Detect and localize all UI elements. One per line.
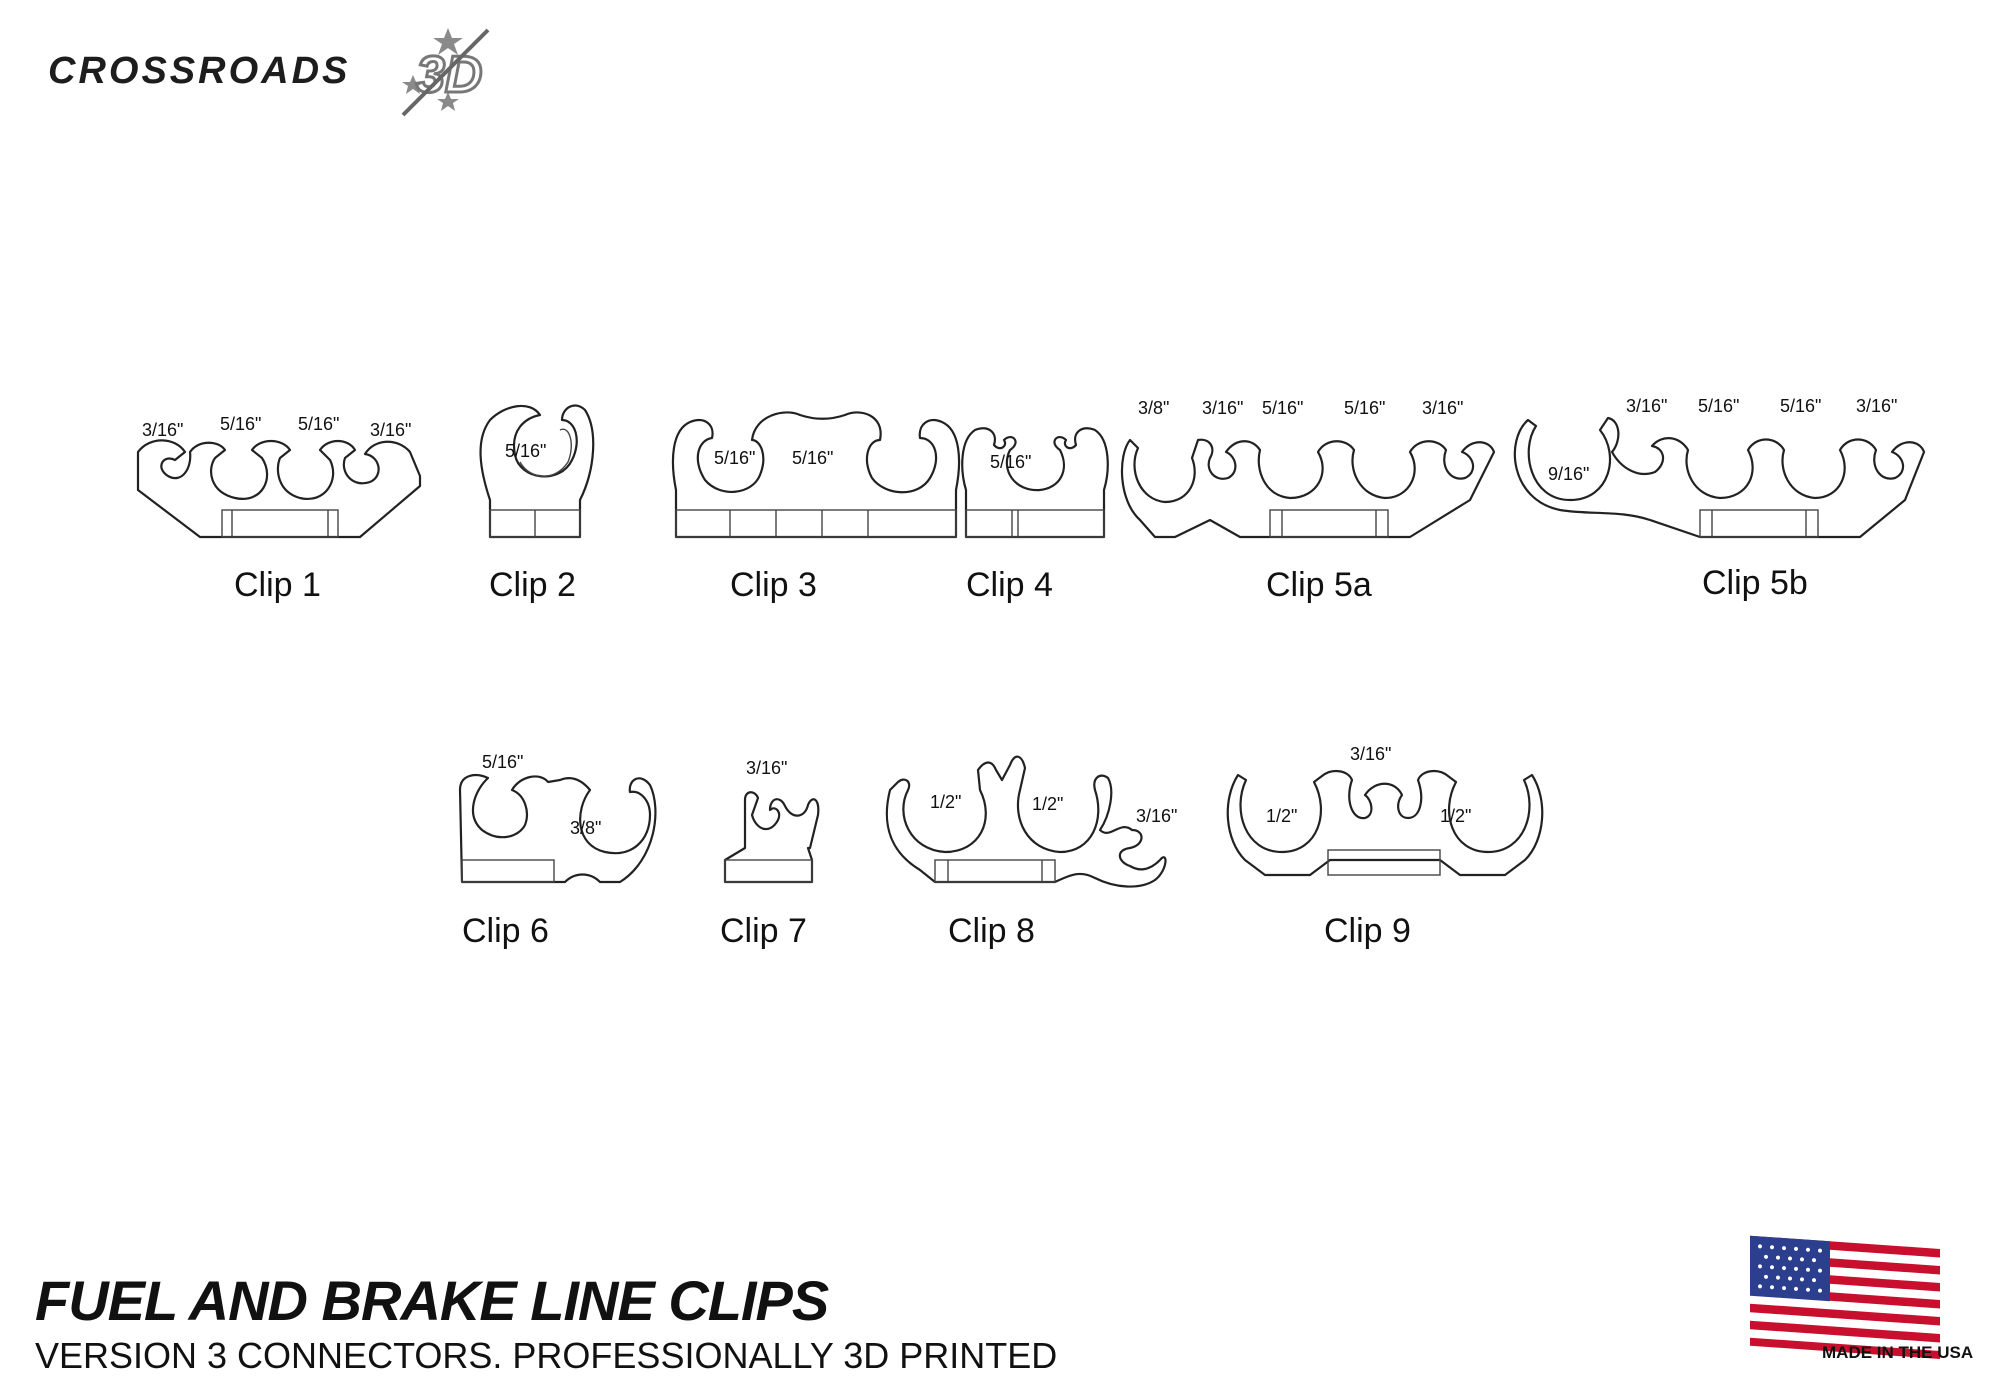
clip-1-dim-1: 3/16" xyxy=(142,420,183,440)
page-title: FUEL AND BRAKE LINE CLIPS xyxy=(35,1269,829,1332)
brand-mark-text: 3D xyxy=(416,46,482,104)
made-in-usa-label: MADE IN THE USA xyxy=(1822,1343,1974,1362)
clip-5b-dim-3: 5/16" xyxy=(1698,396,1739,416)
clip-3-drawing: 5/16" 5/16" Clip 3 xyxy=(671,411,961,604)
clip-4-caption: Clip 4 xyxy=(966,566,1053,604)
clip-8-dim-3: 3/16" xyxy=(1136,806,1177,826)
clip-7-drawing: 3/16" Clip 7 xyxy=(720,758,820,950)
clip-6-drawing: 5/16" 3/8" Clip 6 xyxy=(458,752,657,950)
brand-name: CROSSROADS xyxy=(48,50,351,92)
clip-5b-caption: Clip 5b xyxy=(1702,564,1808,602)
clip-9-dim-1: 3/16" xyxy=(1350,744,1391,764)
clip-1-dim-4: 3/16" xyxy=(370,420,411,440)
clip-8-dim-1: 1/2" xyxy=(930,792,961,812)
clip-2-drawing: 5/16" Clip 2 xyxy=(479,404,595,604)
clip-1-drawing: 3/16" 5/16" 5/16" 3/16" Clip 1 xyxy=(136,414,422,604)
clip-6-dim-2: 3/8" xyxy=(570,818,601,838)
clip-5a-dim-2: 3/16" xyxy=(1202,398,1243,418)
clip-5a-dim-3: 5/16" xyxy=(1262,398,1303,418)
clip-9-dim-2: 1/2" xyxy=(1266,806,1297,826)
clip-8-drawing: 1/2" 1/2" 3/16" Clip 8 xyxy=(885,755,1177,950)
clip-3-caption: Clip 3 xyxy=(730,566,817,604)
clip-5a-dim-1: 3/8" xyxy=(1138,398,1169,418)
clip-7-caption: Clip 7 xyxy=(720,912,807,950)
clip-5a-caption: Clip 5a xyxy=(1266,566,1372,604)
clip-1-caption: Clip 1 xyxy=(234,566,321,604)
clip-5a-drawing: 3/8" 3/16" 5/16" 5/16" 3/16" Clip 5a xyxy=(1120,398,1496,604)
clip-5b-dim-4: 5/16" xyxy=(1780,396,1821,416)
clip-8-dim-2: 1/2" xyxy=(1032,794,1063,814)
clip-5b-dim-2: 3/16" xyxy=(1626,396,1667,416)
clip-9-caption: Clip 9 xyxy=(1324,912,1411,950)
clip-1-dim-2: 5/16" xyxy=(220,414,261,434)
clip-8-caption: Clip 8 xyxy=(948,912,1035,950)
clip-6-dim-1: 5/16" xyxy=(482,752,523,772)
clip-4-dim-1: 5/16" xyxy=(990,452,1031,472)
brand-logo: CROSSROADS 3D xyxy=(40,20,510,120)
clip-1-dim-3: 5/16" xyxy=(298,414,339,434)
clip-3-dim-1: 5/16" xyxy=(714,448,755,468)
clip-2-caption: Clip 2 xyxy=(489,566,576,604)
clip-5a-dim-4: 5/16" xyxy=(1344,398,1385,418)
clip-9-dim-3: 1/2" xyxy=(1440,806,1471,826)
clip-5b-drawing: 9/16" 3/16" 5/16" 5/16" 3/16" Clip 5b xyxy=(1513,396,1926,602)
clip-5b-dim-5: 3/16" xyxy=(1856,396,1897,416)
clip-7-dim-1: 3/16" xyxy=(746,758,787,778)
clip-5a-dim-5: 3/16" xyxy=(1422,398,1463,418)
clip-2-dim-1: 5/16" xyxy=(505,441,546,461)
us-flag-icon xyxy=(1750,1235,1940,1359)
page-subtitle: VERSION 3 CONNECTORS. PROFESSIONALLY 3D … xyxy=(35,1335,1058,1376)
clip-9-drawing: 3/16" 1/2" 1/2" Clip 9 xyxy=(1226,744,1544,950)
brand-3d-star-mark-icon: 3D xyxy=(401,28,490,117)
clip-3-dim-2: 5/16" xyxy=(792,448,833,468)
clip-5b-dim-1: 9/16" xyxy=(1548,464,1589,484)
clip-6-caption: Clip 6 xyxy=(462,912,549,950)
clip-4-drawing: 5/16" Clip 4 xyxy=(961,427,1109,604)
